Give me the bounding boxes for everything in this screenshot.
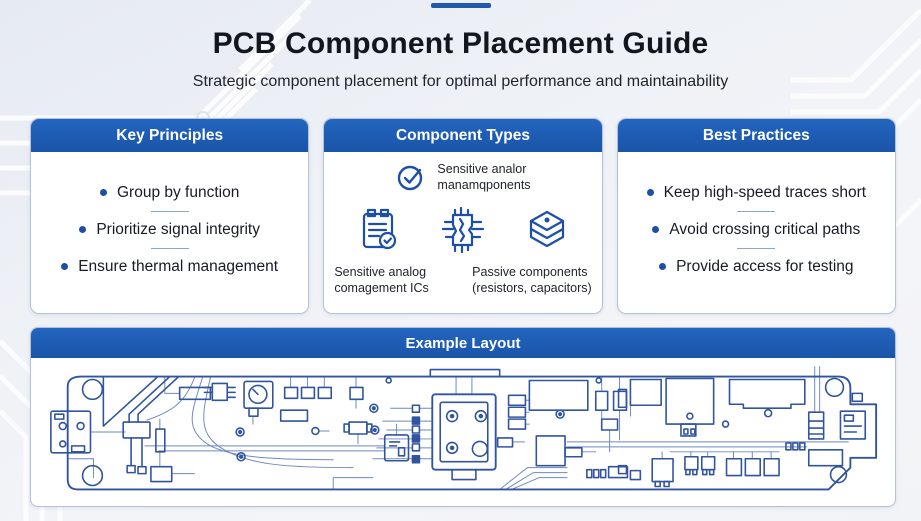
card-example-layout: Example Layout [30, 327, 896, 507]
list-item: Provide access for testing [659, 257, 854, 276]
list-item-label: Keep high-speed traces short [663, 183, 867, 201]
card-key-principles-header: Key Principles [31, 119, 309, 152]
clipboard-check-icon [362, 208, 397, 249]
top-accent-bar [431, 3, 491, 8]
page-subtitle: Strategic component placement for optima… [192, 73, 729, 90]
item-divider [737, 247, 776, 249]
list-item: Prioritize signal integrity [79, 221, 260, 239]
card-key-principles: Key Principles Group by function Priorit… [30, 118, 310, 314]
featured-label: Sensitive analor manamqponents [437, 162, 531, 193]
check-circle-icon [398, 166, 423, 191]
list-item-label: Ensure thermal management [78, 257, 279, 275]
card-component-types: Component Types Sensitive analor manamqp… [323, 118, 603, 314]
list-item-label: Provide access for testing [676, 257, 854, 275]
item-divider [150, 247, 189, 249]
list-item-label: Avoid crossing critical paths [669, 220, 861, 238]
bullet-dot [652, 226, 660, 233]
component-type-label-left: Sensitive analog comagement ICs [334, 264, 429, 295]
bullet-dot [61, 263, 69, 270]
featured-row: Sensitive analor manamqponents [395, 161, 531, 194]
best-practices-list: Keep high-speed traces short Avoid cross… [618, 152, 895, 313]
cards-row: Key Principles Group by function Priorit… [30, 118, 896, 314]
card-example-layout-header: Example Layout [31, 328, 895, 358]
list-item: Keep high-speed traces short [646, 183, 867, 202]
layer-stack-icon [529, 210, 565, 247]
item-divider [150, 210, 189, 212]
component-type-label-right: Passive components (resistors, capacitor… [472, 264, 592, 295]
pcb-schematic-drawing [50, 366, 878, 491]
bullet-dot [659, 263, 667, 270]
key-principles-list: Group by function Prioritize signal inte… [31, 152, 308, 313]
list-item: Avoid crossing critical paths [652, 221, 860, 239]
list-item-label: Prioritize signal integrity [96, 220, 260, 238]
list-item: Ensure thermal management [61, 258, 278, 276]
page-title: PCB Component Placement Guide [212, 27, 709, 60]
card-component-types-header: Component Types [324, 119, 602, 152]
list-item-label: Group by function [116, 183, 240, 201]
list-item: Group by function [99, 183, 240, 202]
pcb-drawing-area [31, 358, 895, 506]
component-types-body: Sensitive analor manamqponents [324, 152, 601, 313]
item-divider [737, 210, 776, 212]
bullet-dot [646, 189, 654, 196]
component-type-labels: Sensitive analog comagement ICs Passive … [328, 264, 597, 296]
component-type-icons [355, 206, 571, 254]
card-best-practices: Best Practices Keep high-speed traces sh… [616, 118, 896, 314]
bullet-dot [79, 226, 87, 233]
ic-chip-icon [441, 206, 485, 253]
bullet-dot [99, 189, 107, 196]
card-best-practices-header: Best Practices [617, 119, 895, 152]
